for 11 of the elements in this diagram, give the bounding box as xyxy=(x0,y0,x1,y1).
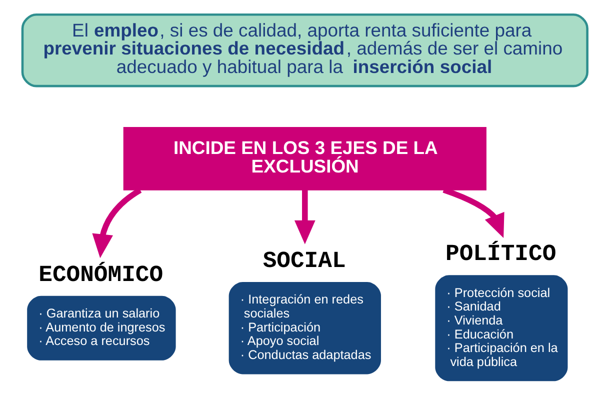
node-label: SOCIAL xyxy=(262,248,346,274)
node-box: · Garantiza un salario · Aumento de ingresos · Acceso a recursos xyxy=(27,296,176,360)
node-box: · Protección social · Sanidad · Vivienda · Educación · Participación en la vida pública xyxy=(435,275,568,382)
arrow xyxy=(92,188,142,258)
arrow xyxy=(442,187,504,238)
node-label: ECONÓMICO xyxy=(38,262,164,288)
arrow xyxy=(294,190,316,244)
node-box: INCIDE EN LOS 3 EJES DE LA EXCLUSIÓN xyxy=(123,127,486,190)
node-box: El empleo, si es de calidad, aporta renta suficiente para prevenir situaciones de necesidad, además de ser el camino adecuado y habitual para la inserción social xyxy=(21,13,588,88)
node-box: · Integración en redes sociales · Participación · Apoyo social · Conductas adaptadas xyxy=(228,282,381,374)
node-label: POLÍTICO xyxy=(446,241,556,268)
